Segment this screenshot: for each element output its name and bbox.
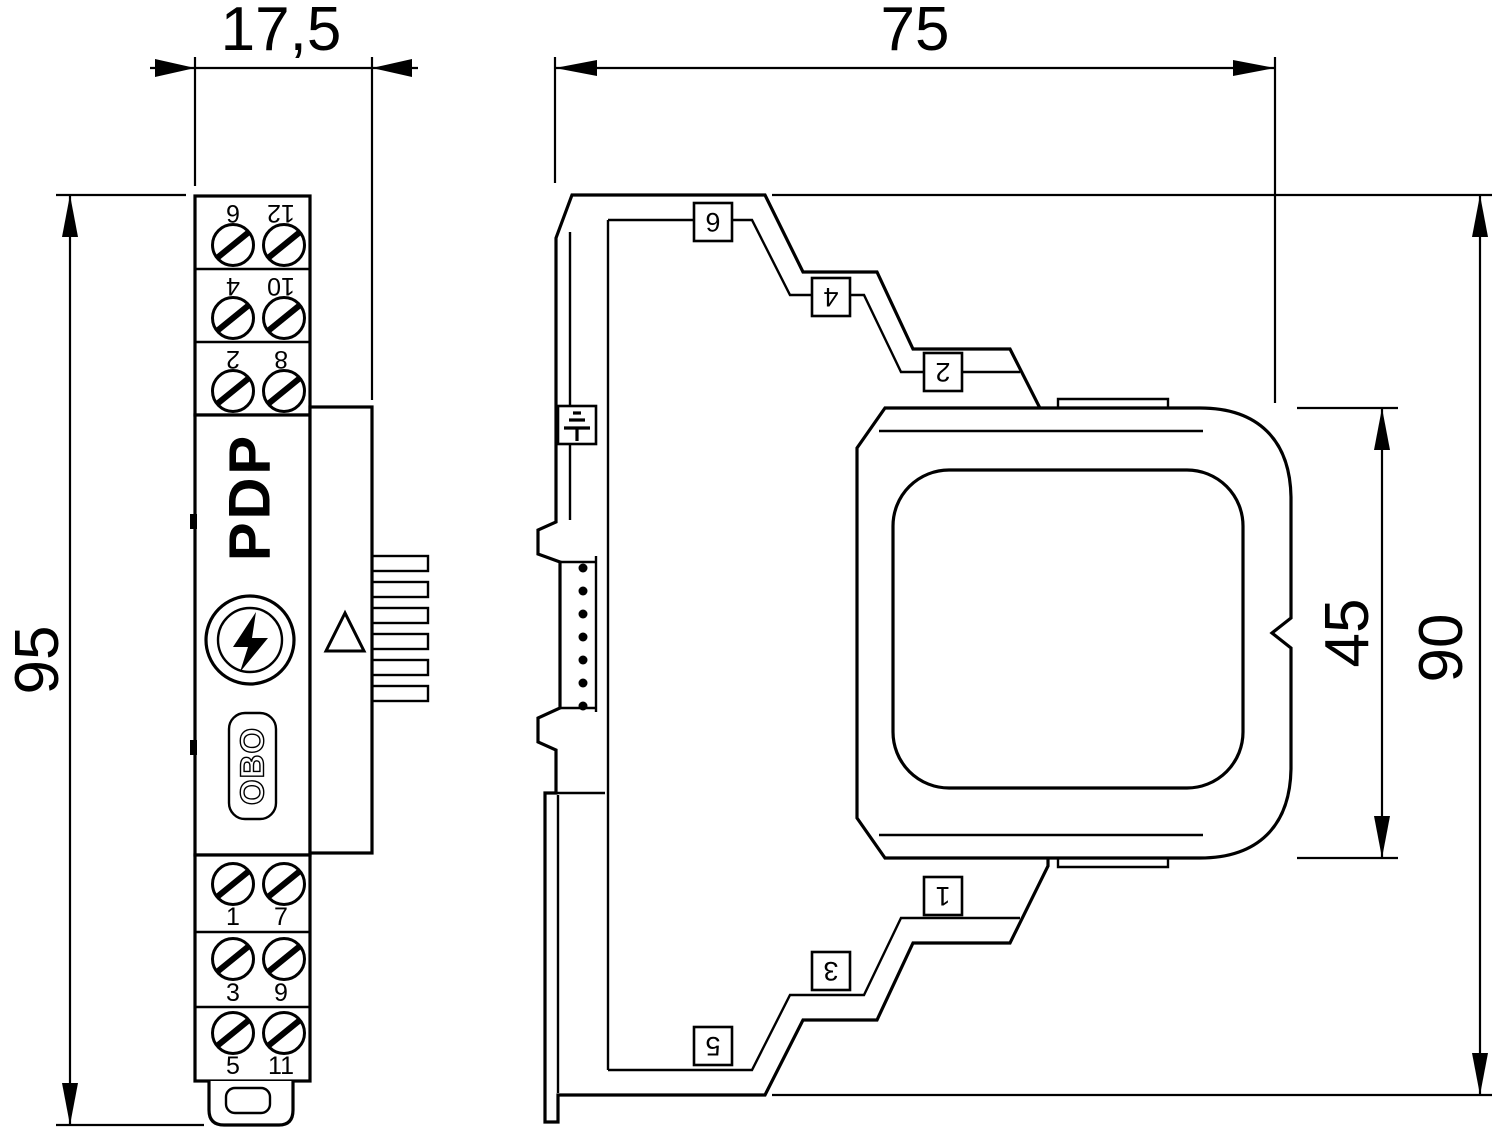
terminal-screw-icon xyxy=(211,937,255,981)
device-body-front xyxy=(193,413,312,857)
terminal-screw-icon xyxy=(262,937,306,981)
terminal-screw-icon xyxy=(211,223,255,267)
terminal-number: 1 xyxy=(935,881,950,911)
terminal-number: 4 xyxy=(226,272,240,300)
connector-comb xyxy=(370,554,430,703)
terminal-number: 5 xyxy=(226,1052,240,1080)
dim-label-side-width: 75 xyxy=(881,0,950,64)
terminal-screw-icon xyxy=(262,296,306,340)
plug-in-module xyxy=(855,397,1293,869)
terminal-number-box xyxy=(810,276,852,318)
dimensions: 17,5 95 75 90 45 xyxy=(3,0,1492,1127)
brand-logo: OBO xyxy=(227,711,278,821)
dim-arrow xyxy=(372,59,412,77)
terminal-number: 11 xyxy=(268,1052,294,1080)
terminal-screw-icon xyxy=(211,1011,255,1055)
mounting-slot xyxy=(224,1086,272,1115)
dim-arrow xyxy=(1472,1053,1488,1095)
module-outline xyxy=(855,406,1293,860)
dim-arrow xyxy=(1374,816,1390,858)
dim-label-front-width: 17,5 xyxy=(221,0,342,64)
obo-lightning-logo-icon xyxy=(204,594,296,686)
terminal-number: 9 xyxy=(274,979,288,1007)
terminal-number: 6 xyxy=(705,207,720,237)
clip-notch xyxy=(190,740,197,755)
terminal-number: 7 xyxy=(274,903,288,931)
dim-arrow xyxy=(62,1083,78,1125)
din-rail-clip xyxy=(560,556,598,712)
front-view: 6 12 4 10 2 8 PDP xyxy=(190,194,430,1127)
dim-arrow xyxy=(1472,195,1488,237)
terminal-screw-icon xyxy=(262,1011,306,1055)
model-label: PDP xyxy=(218,433,283,561)
terminal-number: 2 xyxy=(935,357,950,387)
triangle-marker-icon xyxy=(323,609,367,653)
terminal-number: 4 xyxy=(823,282,838,312)
terminal-number-box xyxy=(692,201,734,243)
dim-arrow xyxy=(1374,408,1390,450)
terminal-screw-icon xyxy=(262,369,306,413)
terminal-number: 10 xyxy=(267,272,295,300)
dim-arrow xyxy=(555,60,597,76)
terminal-number: 12 xyxy=(267,199,295,227)
terminal-screw-icon xyxy=(262,862,306,906)
terminal-number-box xyxy=(692,1025,734,1067)
module-face xyxy=(891,468,1245,790)
terminal-number: 6 xyxy=(226,199,240,227)
dim-label-front-height: 95 xyxy=(3,626,72,695)
mounting-tab xyxy=(207,1081,295,1127)
terminal-number: 2 xyxy=(226,345,240,373)
dim-arrow xyxy=(62,195,78,237)
earth-ground-icon xyxy=(556,404,598,446)
terminal-screw-icon xyxy=(211,296,255,340)
dim-arrow xyxy=(1233,60,1275,76)
clip-notch xyxy=(190,514,197,529)
terminal-number: 3 xyxy=(226,979,240,1007)
terminal-number: 3 xyxy=(823,956,838,986)
brand-label: OBO xyxy=(234,727,271,805)
dim-label-side-height: 90 xyxy=(1407,614,1476,683)
terminal-screw-icon xyxy=(211,862,255,906)
terminal-number-box xyxy=(922,351,964,393)
terminal-number: 1 xyxy=(226,903,240,931)
side-view: 6 4 2 1 3 5 xyxy=(536,193,1293,1124)
dim-arrow xyxy=(155,59,195,77)
terminal-number: 8 xyxy=(274,345,288,373)
terminal-number: 5 xyxy=(705,1031,720,1061)
terminal-number-box xyxy=(922,875,964,917)
terminal-number-box xyxy=(810,950,852,992)
terminal-screw-icon xyxy=(262,223,306,267)
terminal-screw-icon xyxy=(211,369,255,413)
dim-label-module-height: 45 xyxy=(1313,599,1382,668)
